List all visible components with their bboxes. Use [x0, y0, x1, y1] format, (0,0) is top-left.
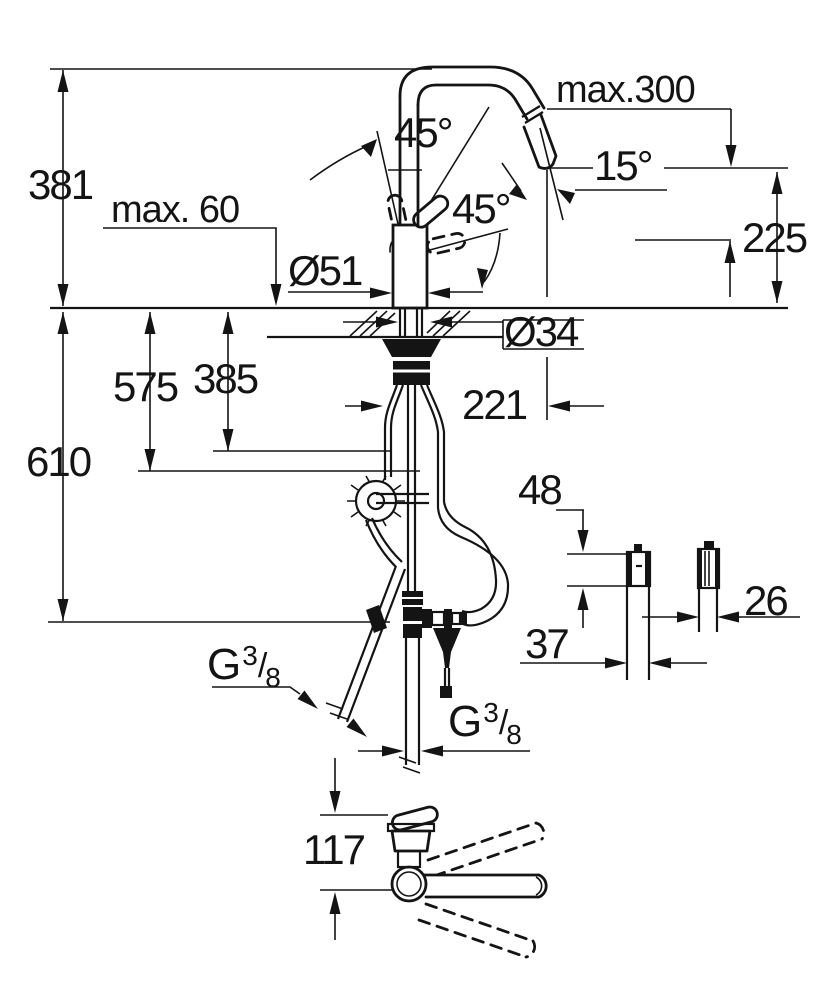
dim-bottom-view-offset: 117 [303, 826, 366, 873]
thread-numerator: 3 [483, 697, 499, 728]
thread-denominator: 8 [265, 662, 281, 693]
dim-accessory-width: 37 [525, 620, 570, 667]
dim-thread-supply: G3/8 [207, 640, 281, 692]
dim-depth-mid: 385 [193, 355, 259, 402]
dim-pullout-hose-length: max.300 [556, 69, 696, 111]
thread-prefix: G [207, 640, 241, 689]
thread-numerator: 3 [242, 640, 258, 671]
thread-slash: / [498, 704, 509, 742]
thread-prefix: G [448, 697, 482, 746]
thread-slash: / [257, 647, 268, 685]
thread-denominator: 8 [506, 719, 522, 750]
dim-base-diameter: Ø51 [288, 247, 363, 294]
dim-depth-hose: 575 [113, 363, 179, 410]
dim-hole-diameter: Ø34 [504, 308, 579, 355]
dim-thread-pullout: G3/8 [448, 697, 522, 749]
dim-max-deck-thickness: max. 60 [111, 189, 240, 231]
dim-spray-head-angle: 15° [594, 142, 653, 189]
dim-depth-total: 610 [26, 438, 92, 485]
dim-accessory2-width: 26 [744, 577, 789, 624]
dim-total-height: 381 [28, 161, 94, 208]
dim-spout-reach: 221 [462, 381, 528, 428]
dim-spout-height: 225 [742, 214, 808, 261]
dim-handle-angle-open: 45° [394, 109, 453, 156]
dim-accessory-height: 48 [518, 466, 563, 513]
dim-handle-angle-side: 45° [452, 185, 511, 232]
